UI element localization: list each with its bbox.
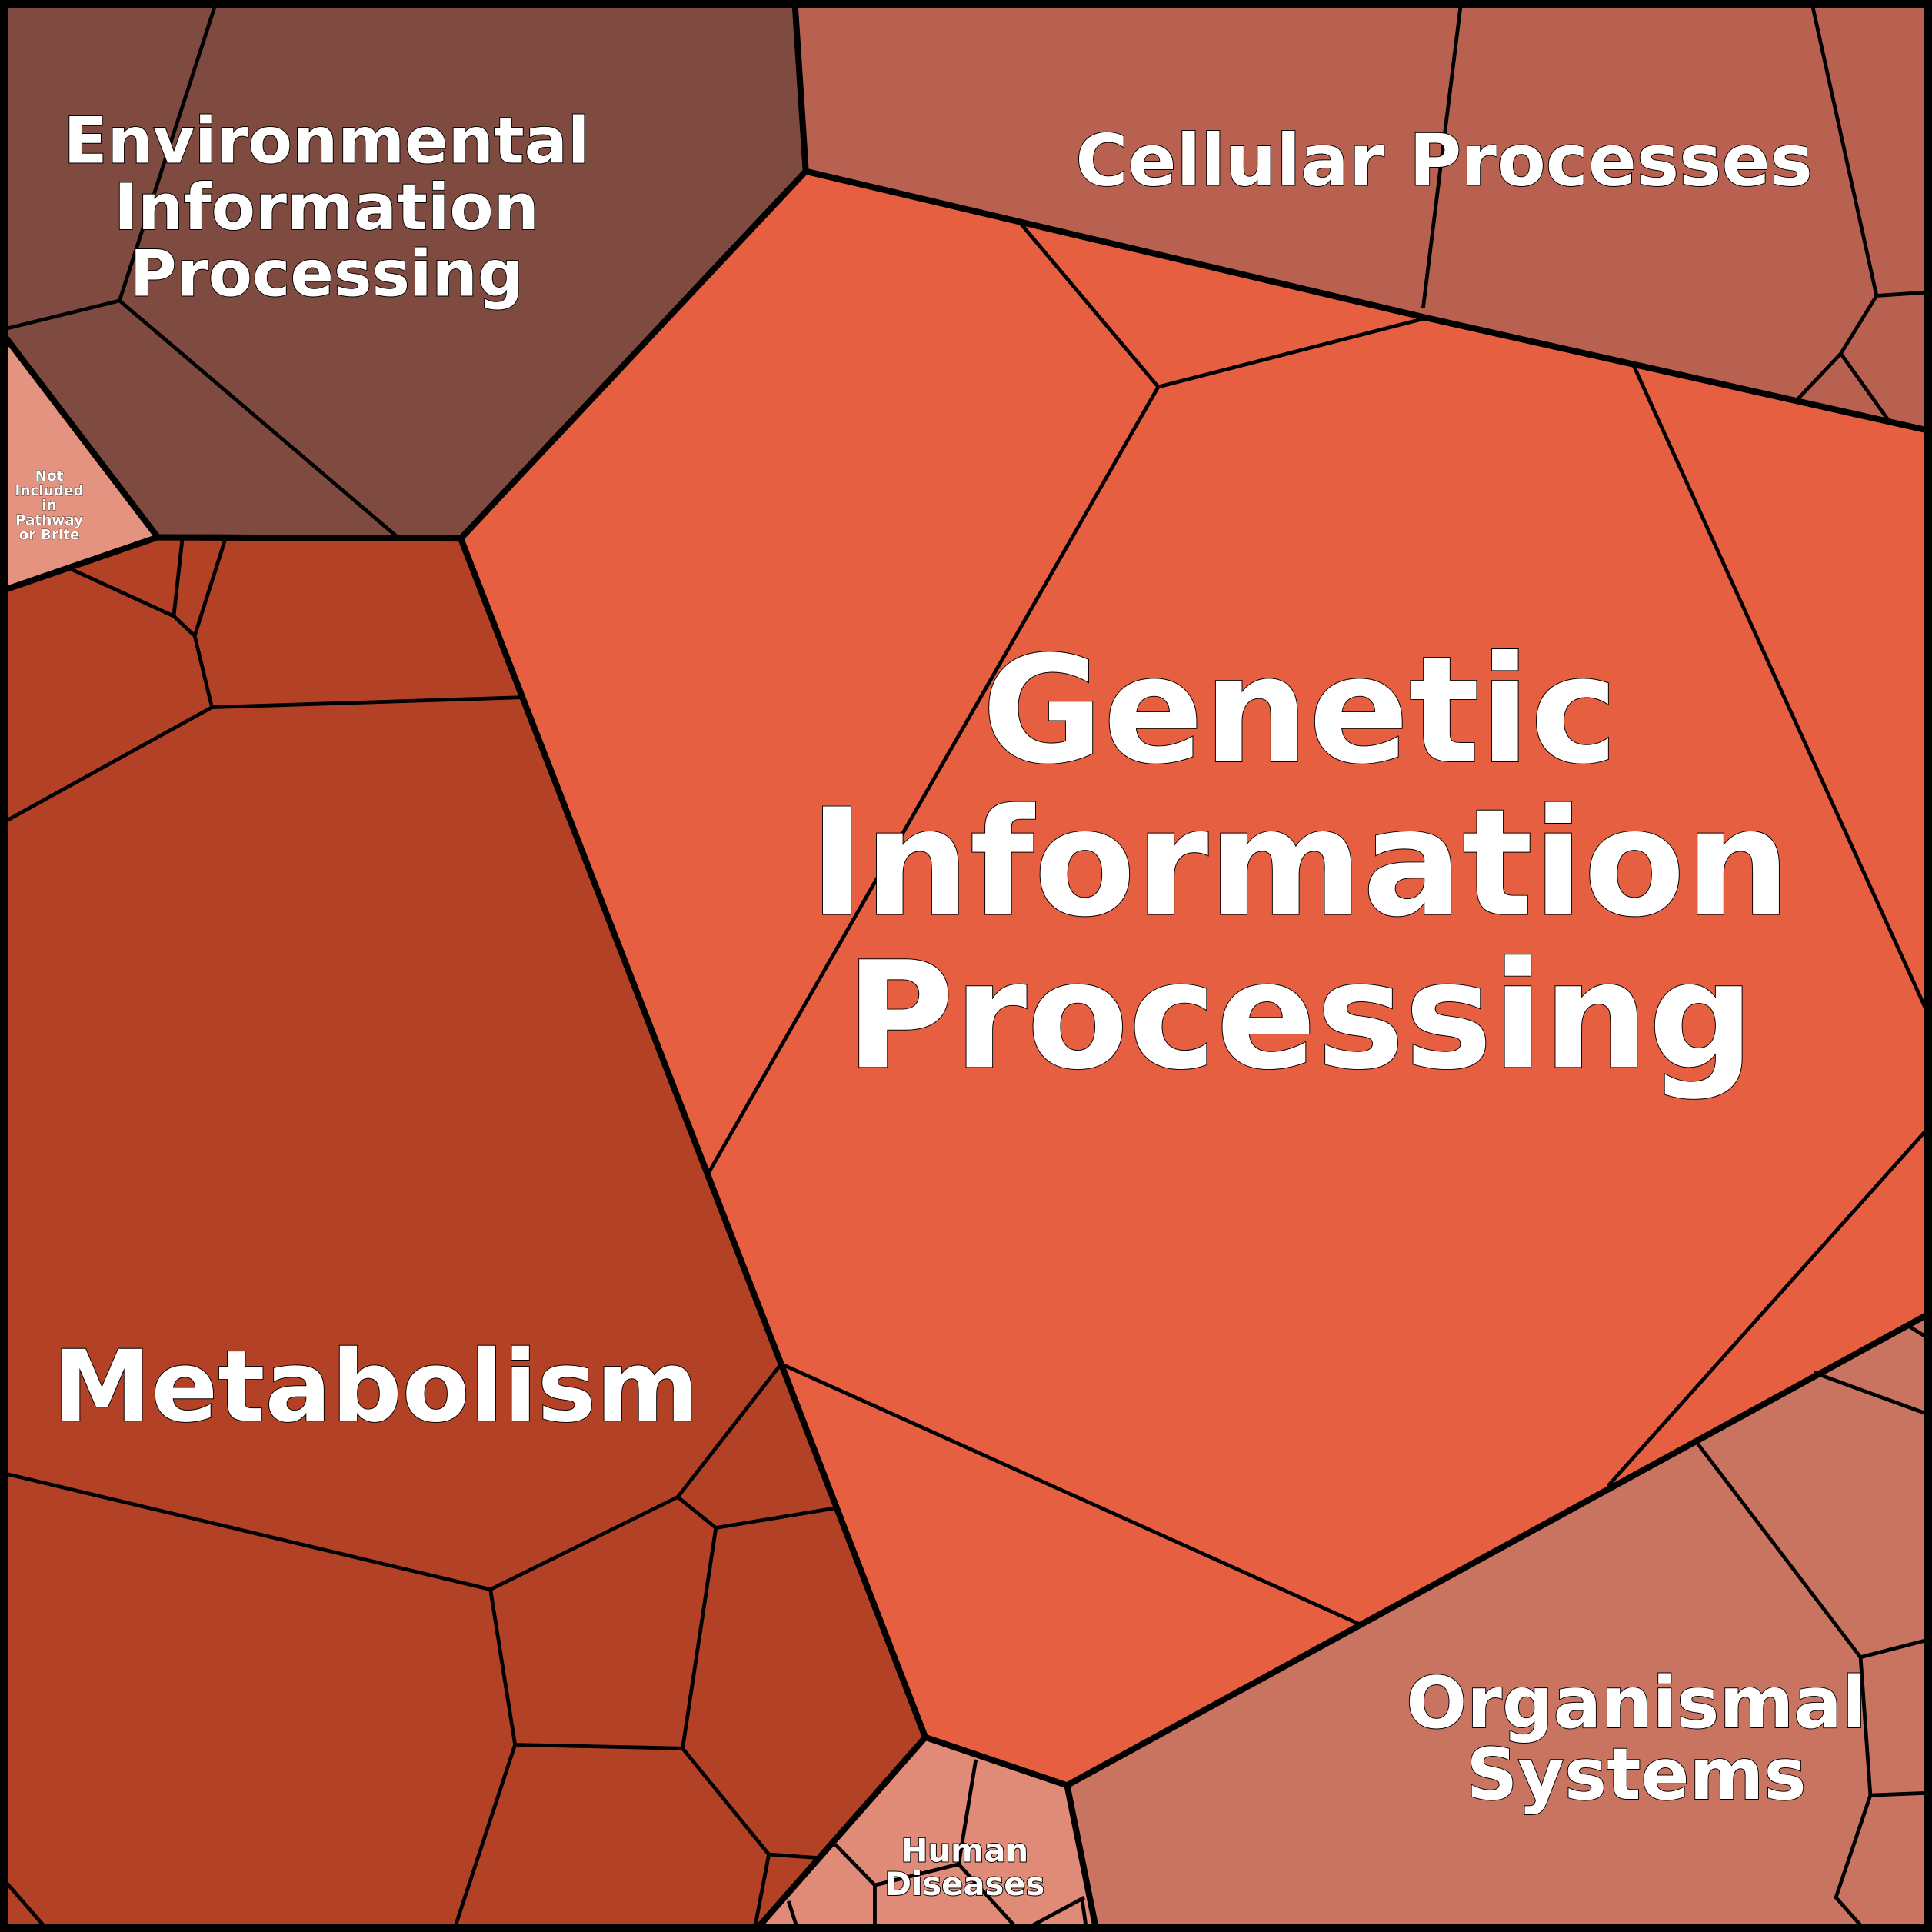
subcategory-border [1632,365,1932,1024]
label-line: Organismal [1406,1661,1867,1744]
label-line: Processing [846,931,1754,1102]
subcategory-border [1839,352,1892,424]
cell-human[interactable] [751,1734,1100,1932]
subcategory-border [212,695,521,709]
subcategory-border [780,1362,1361,1626]
subcategory-border [0,1874,51,1932]
subcategory-border [451,1744,517,1932]
subcategory-border [70,538,228,638]
label-cellular: Cellular Processes [1075,118,1812,202]
subcategory-border [681,1527,821,1860]
label-line: Environmental [64,103,590,178]
label-line: Systems [1466,1733,1806,1816]
subcategory-border [1421,0,1464,308]
subcategory-border [1834,1794,1873,1932]
label-line: Genetic [982,625,1618,797]
subcategory-border [834,1843,877,1887]
subcategory-border [118,299,401,540]
label-line: Diseases [885,1865,1045,1903]
label-line: Information [809,778,1790,950]
label-line: Human [901,1832,1029,1870]
subcategory-border [1813,1371,1932,1418]
label-line: Included [15,483,84,499]
label-line: Pathway [15,512,83,528]
subcategory-border [1606,1122,1932,1487]
label-line: Cellular Processes [1075,118,1812,202]
label-line: or Brite [19,528,80,544]
label-line: in [42,498,56,514]
subcategory-border [172,538,185,617]
label-line: Not [35,468,64,485]
label-line: Information [114,170,539,245]
cell-cellular[interactable] [791,0,1932,435]
subcategory-border [752,1854,771,1932]
label-metabolism: Metabolism [53,1330,699,1444]
label-line: Processing [130,236,524,311]
label-line: Metabolism [53,1330,699,1444]
subcategory-border [707,385,1161,1174]
subcategory-border [873,1862,959,1932]
subcategory-border [0,1362,783,1592]
